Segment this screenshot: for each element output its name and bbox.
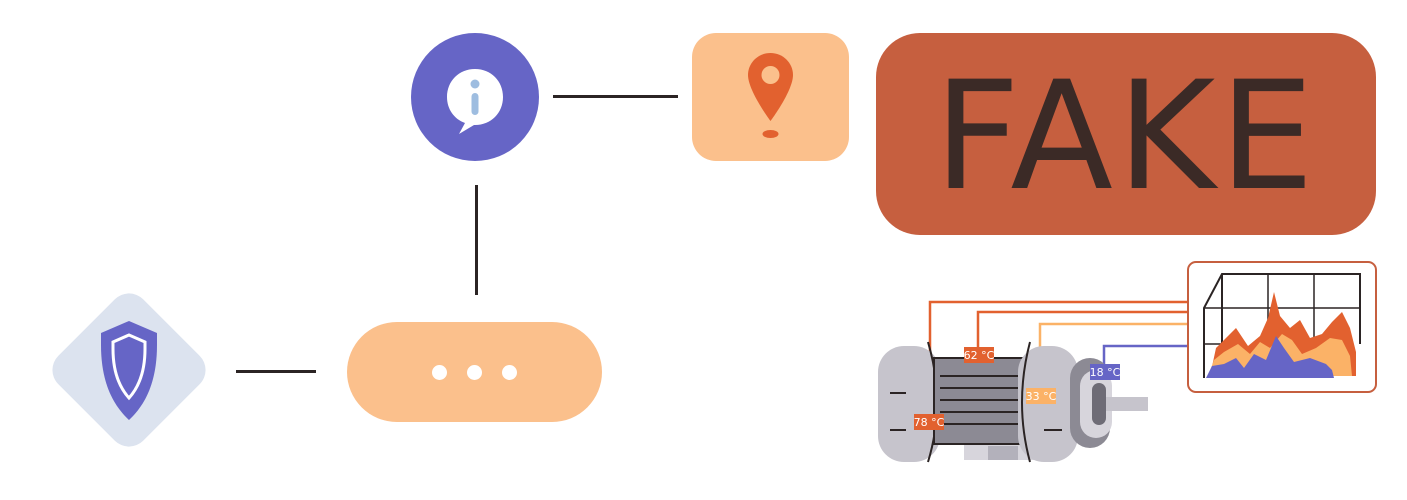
fake-banner: FAKE — [876, 33, 1376, 235]
sensor-temp-label: 78 °C — [914, 416, 945, 429]
shield-icon — [52, 293, 206, 447]
more-node — [347, 322, 602, 422]
info-node — [411, 33, 539, 161]
electric-motor-icon: 62 °C 18 °C 33 °C 78 °C — [878, 261, 1377, 463]
area-chart-icon — [1187, 261, 1377, 393]
connector-info-to-dots — [475, 185, 478, 295]
more-dot — [432, 364, 447, 380]
connector-info-to-pin — [553, 95, 678, 98]
sensor-temp-label: 62 °C — [964, 349, 995, 362]
connector-shield-to-dots — [236, 370, 316, 373]
shield-node — [40, 281, 218, 459]
fake-banner-text: FAKE — [933, 50, 1319, 224]
info-speech-bubble-icon — [411, 33, 539, 161]
location-node — [692, 33, 849, 161]
sensor-temp-label: 18 °C — [1090, 366, 1121, 379]
more-dot — [502, 364, 517, 380]
sensor-temp-label: 33 °C — [1026, 390, 1057, 403]
more-dot — [467, 364, 482, 380]
motor-illustration: 62 °C 18 °C 33 °C 78 °C — [870, 258, 1390, 473]
location-pin-icon — [748, 53, 793, 138]
